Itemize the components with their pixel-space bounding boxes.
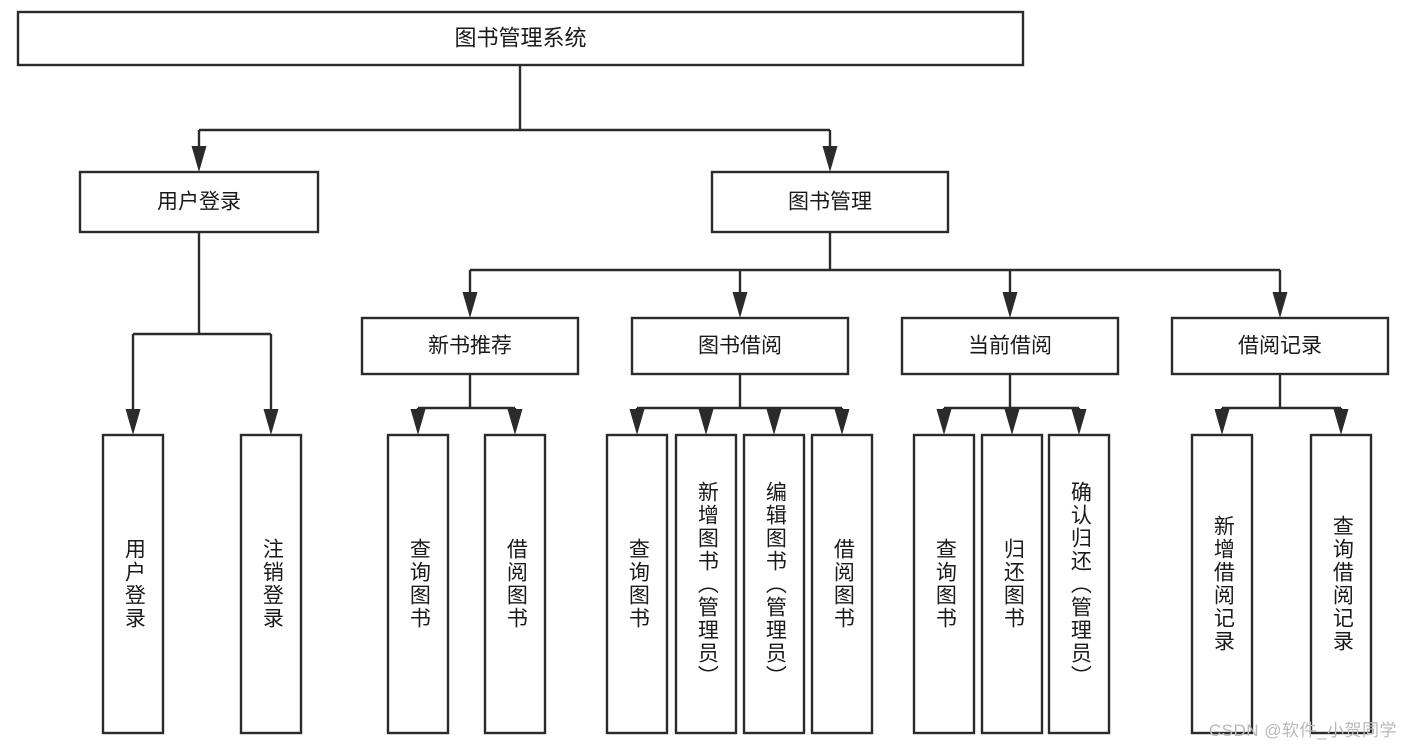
node-label-book-borrow: 图书借阅 xyxy=(698,335,782,358)
connector-group-root_bus xyxy=(191,65,838,172)
node-box-leaf-query-book-2[interactable] xyxy=(605,433,669,735)
node-box-current-borrow[interactable] xyxy=(900,316,1120,376)
node-box-book-manage[interactable] xyxy=(710,170,950,234)
node-box-leaf-confirm-return[interactable] xyxy=(1047,433,1111,735)
arrow-head-0 xyxy=(410,409,426,435)
node-label-user-login: 用户登录 xyxy=(157,191,241,214)
arrow-head-0 xyxy=(191,146,207,172)
arrow-head-3 xyxy=(834,409,850,435)
watermark-text: CSDN @软件_小贺同学 xyxy=(1208,721,1397,740)
node-box-leaf-borrow-book-2[interactable] xyxy=(810,433,874,735)
arrow-head-1 xyxy=(263,409,279,435)
arrow-head-0 xyxy=(629,409,645,435)
node-label-root: 图书管理系统 xyxy=(454,25,586,50)
arrow-head-1 xyxy=(1333,409,1349,435)
node-box-borrow-record[interactable] xyxy=(1170,316,1390,376)
node-label-current-borrow: 当前借阅 xyxy=(968,335,1052,358)
node-box-leaf-query-book-1[interactable] xyxy=(386,433,450,735)
node-box-root[interactable] xyxy=(16,10,1025,67)
arrow-head-0 xyxy=(125,409,141,435)
node-box-new-book-rec[interactable] xyxy=(360,316,580,376)
node-box-leaf-add-book[interactable] xyxy=(674,433,738,735)
arrow-head-1 xyxy=(507,409,523,435)
node-box-book-borrow[interactable] xyxy=(630,316,850,376)
node-box-leaf-return-book[interactable] xyxy=(980,433,1044,735)
arrow-head-2 xyxy=(766,409,782,435)
connector-group-user_login_bus xyxy=(125,232,279,435)
node-boxes-layer xyxy=(16,10,1390,735)
node-label-book-manage: 图书管理 xyxy=(788,191,872,214)
node-box-leaf-borrow-book-1[interactable] xyxy=(483,433,547,735)
node-box-leaf-user-login[interactable] xyxy=(101,433,165,735)
connector-group-current_borrow_bus xyxy=(936,374,1087,435)
connector-group-borrow_record_bus xyxy=(1214,374,1349,435)
arrow-head-1 xyxy=(698,409,714,435)
node-box-leaf-query-record[interactable] xyxy=(1309,433,1373,735)
arrow-head-0 xyxy=(1214,409,1230,435)
arrow-head-1 xyxy=(732,292,748,318)
node-label-borrow-record: 借阅记录 xyxy=(1238,335,1322,358)
node-box-leaf-edit-book[interactable] xyxy=(742,433,806,735)
arrow-head-3 xyxy=(1272,292,1288,318)
arrow-head-1 xyxy=(1004,409,1020,435)
arrow-head-2 xyxy=(1071,409,1087,435)
arrow-head-2 xyxy=(1002,292,1018,318)
connector-group-book_manage_bus xyxy=(462,232,1288,318)
connector-group-new_book_rec_bus xyxy=(410,374,523,435)
arrow-head-1 xyxy=(822,146,838,172)
arrow-head-0 xyxy=(462,292,478,318)
node-box-leaf-user-logout[interactable] xyxy=(239,433,303,735)
arrow-head-0 xyxy=(936,409,952,435)
node-box-leaf-query-book-3[interactable] xyxy=(912,433,976,735)
connector-group-book_borrow_bus xyxy=(629,374,850,435)
node-box-leaf-add-record[interactable] xyxy=(1190,433,1254,735)
connector-edges-layer xyxy=(125,65,1349,435)
node-label-new-book-rec: 新书推荐 xyxy=(428,335,512,358)
node-box-user-login[interactable] xyxy=(78,170,320,234)
